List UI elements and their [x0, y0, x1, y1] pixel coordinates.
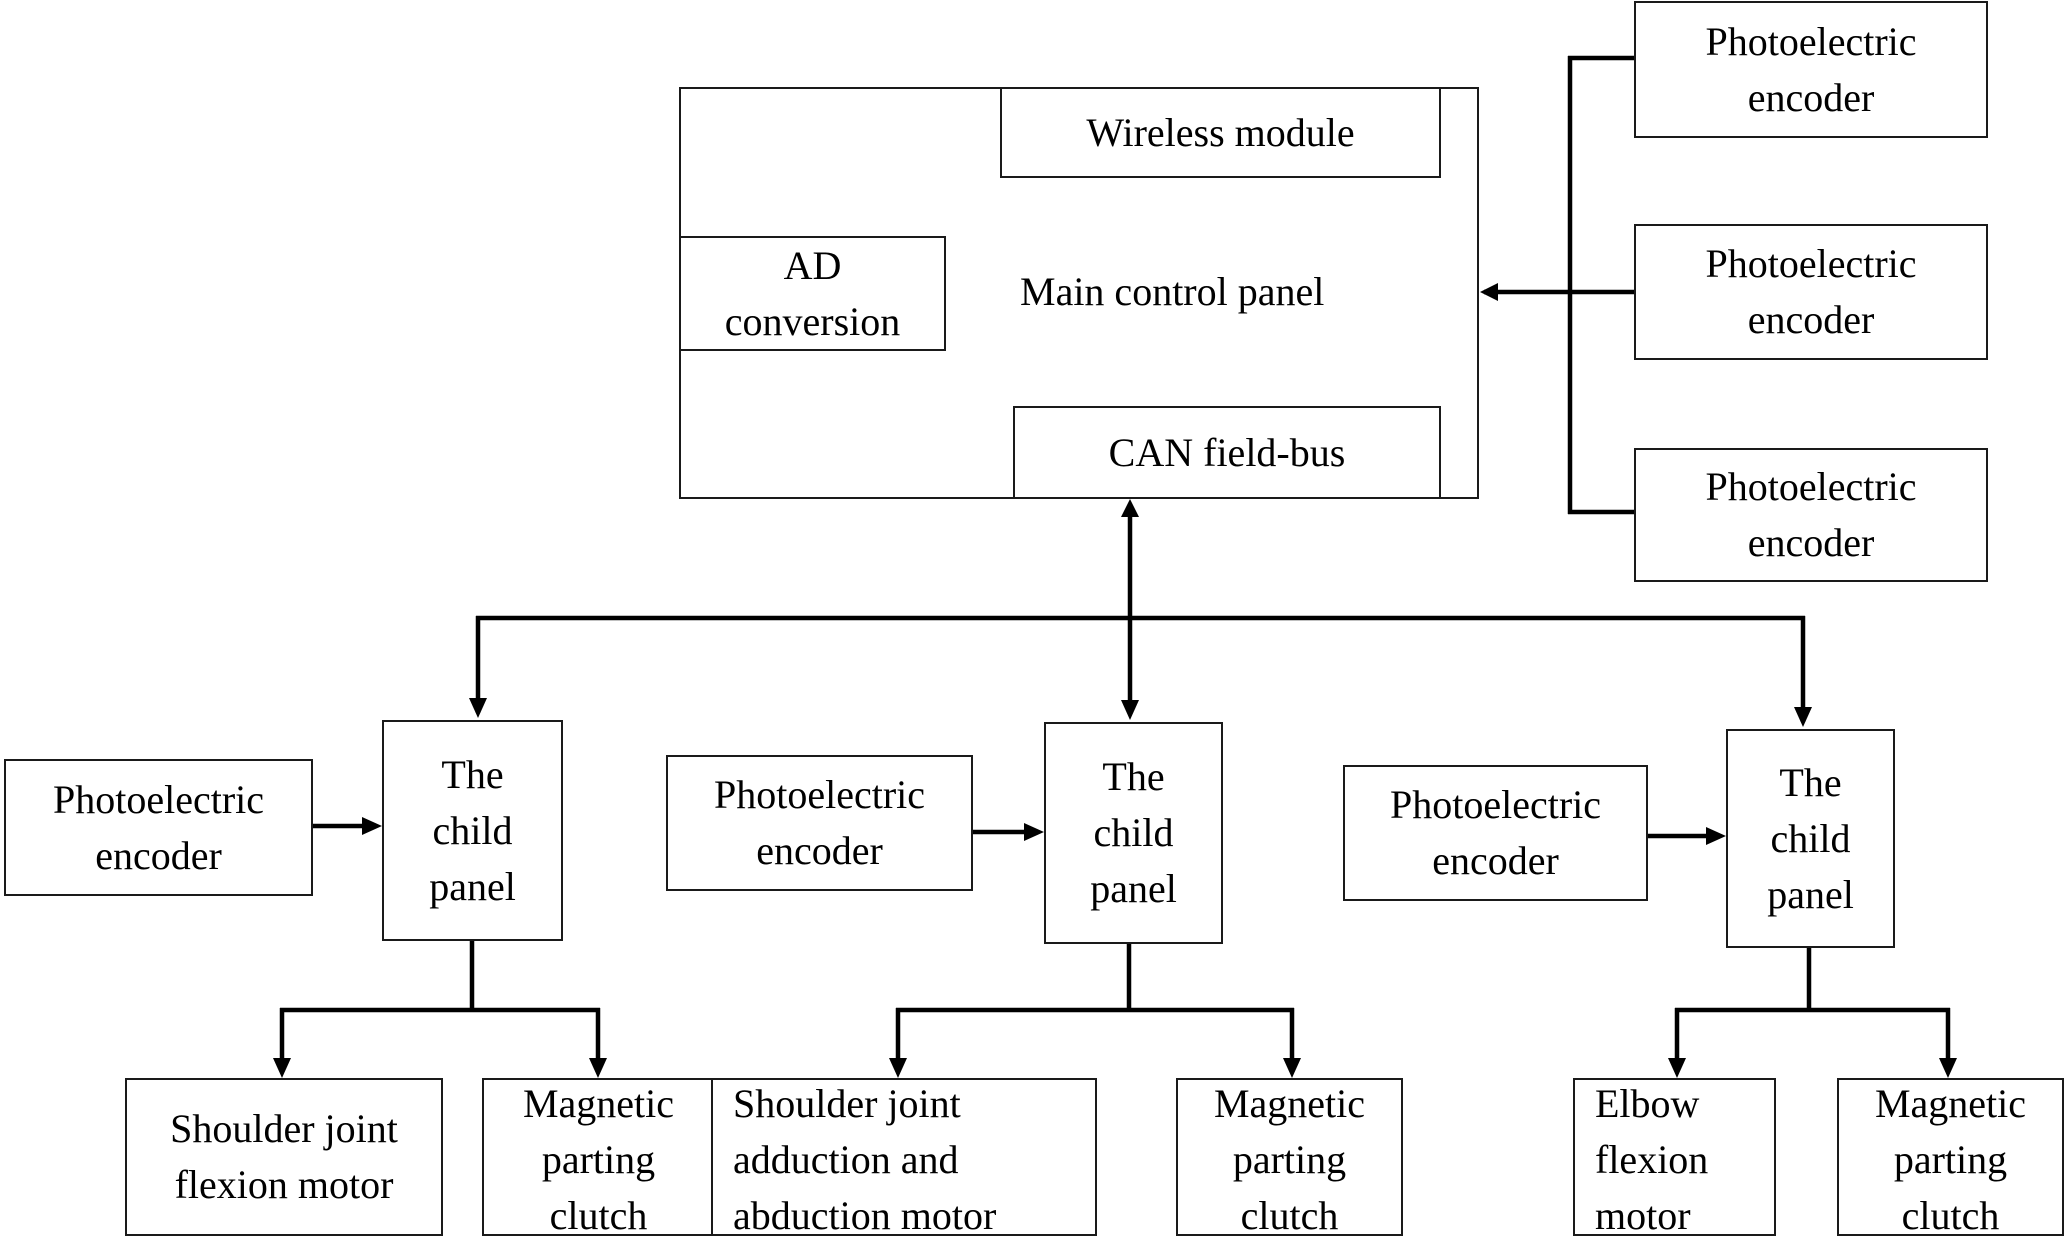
branch-2-encoder-label: Photoelectric encoder: [713, 772, 926, 873]
branch-1-output-1: Shoulder joint flexion motor: [125, 1078, 443, 1236]
branch-1-output-1-label: Shoulder joint flexion motor: [170, 1106, 398, 1207]
ad-conversion-module: AD conversion: [679, 236, 946, 351]
branch-3-encoder-label: Photoelectric encoder: [1389, 782, 1602, 883]
branch-1-child-panel: The child panel: [382, 720, 563, 941]
arrowhead-right-enc-3: [1706, 827, 1726, 845]
arrowhead-down-out-1-1: [273, 1058, 291, 1078]
branch-3-output-1: Elbow flexion motor: [1573, 1078, 1776, 1238]
branch-2-child-panel-label: The child panel: [1090, 754, 1177, 911]
branch-3-child-panel: The child panel: [1726, 729, 1895, 948]
main-encoder-1-label: Photoelectric encoder: [1705, 18, 1917, 120]
branch-1-output-2: Magnetic parting clutch: [482, 1078, 715, 1238]
branch-3-encoder: Photoelectric encoder: [1343, 765, 1648, 901]
can-fieldbus-label: CAN field-bus: [1108, 429, 1346, 475]
ad-conversion-label: AD conversion: [724, 242, 901, 344]
branch-3-output-2: Magnetic parting clutch: [1837, 1078, 2064, 1238]
arrowhead-down-out-2-2: [1283, 1058, 1301, 1078]
branch-1-encoder-label: Photoelectric encoder: [52, 776, 265, 878]
main-encoder-2-label: Photoelectric encoder: [1705, 241, 1917, 342]
main-control-panel-title: Main control panel: [1020, 269, 1325, 314]
main-encoder-2: Photoelectric encoder: [1634, 224, 1988, 360]
branch-2-output-2-label: Magnetic parting clutch: [1213, 1081, 1366, 1238]
branch-2-output-1-label: Shoulder joint adduction and abduction m…: [733, 1081, 997, 1238]
main-encoder-3: Photoelectric encoder: [1634, 448, 1988, 582]
arrowhead-left-main: [1480, 283, 1498, 301]
arrowhead-down-out-1-2: [589, 1058, 607, 1078]
arrowhead-down-out-3-2: [1939, 1058, 1957, 1078]
branch-3-output-2-label: Magnetic parting clutch: [1874, 1081, 2027, 1238]
arrowhead-down-out-3-1: [1668, 1058, 1686, 1078]
arrowhead-down-child-1: [469, 698, 487, 718]
branch-3-output-1-label: Elbow flexion motor: [1595, 1081, 1709, 1238]
branch-3-child-panel-label: The child panel: [1767, 759, 1854, 917]
branch-2-output-2: Magnetic parting clutch: [1176, 1078, 1403, 1238]
branch-2-child-panel: The child panel: [1044, 722, 1223, 944]
branch-2-output-1: Shoulder joint adduction and abduction m…: [711, 1078, 1097, 1238]
main-encoder-3-label: Photoelectric encoder: [1705, 464, 1917, 565]
arrowhead-down-out-2-1: [889, 1058, 907, 1078]
branch-1-encoder: Photoelectric encoder: [4, 759, 313, 896]
branch-1-child-panel-label: The child panel: [429, 751, 516, 909]
can-fieldbus-module: CAN field-bus: [1013, 406, 1441, 499]
arrowhead-down-child-2: [1121, 700, 1139, 720]
arrowhead-down-child-3: [1794, 707, 1812, 727]
main-encoder-1: Photoelectric encoder: [1634, 1, 1988, 138]
wireless-module: Wireless module: [1000, 87, 1441, 178]
wireless-module-label: Wireless module: [1086, 109, 1355, 155]
arrowhead-right-enc-2: [1024, 823, 1044, 841]
arrowhead-right-enc-1: [362, 817, 382, 835]
branch-2-encoder: Photoelectric encoder: [666, 755, 973, 891]
arrowhead-up-can: [1121, 499, 1139, 517]
branch-1-output-2-label: Magnetic parting clutch: [522, 1081, 675, 1238]
